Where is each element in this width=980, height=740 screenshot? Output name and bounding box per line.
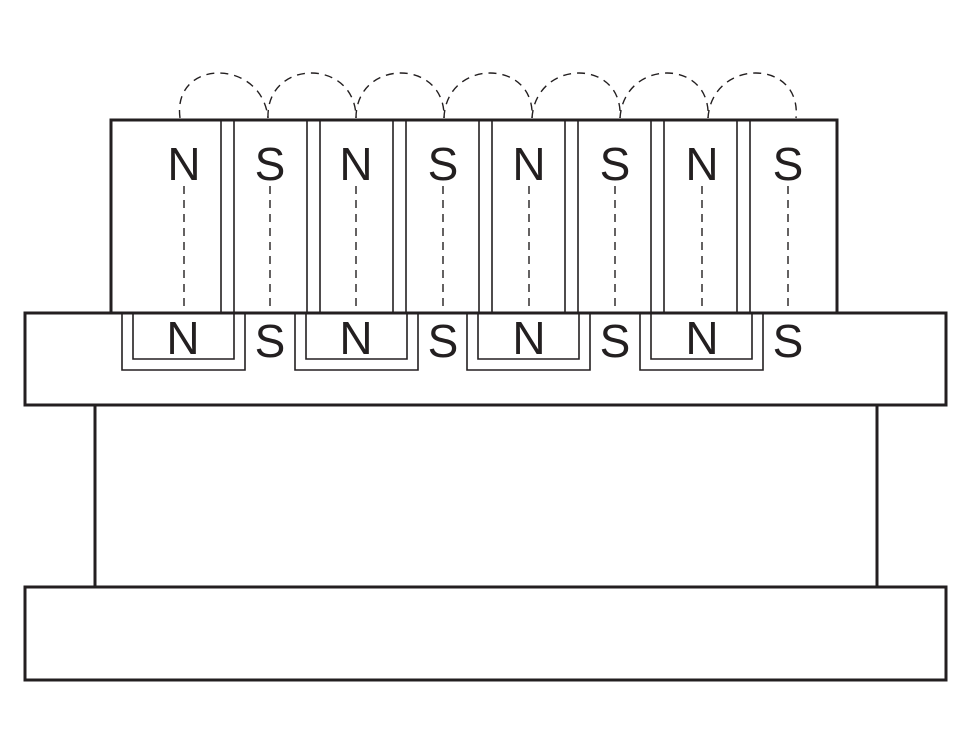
pole-pockets (121, 313, 764, 371)
upper-pole-label: N (167, 138, 200, 190)
vertical-field-lines (183, 186, 789, 313)
field-arc-6 (619, 72, 709, 119)
lower-pole-label: N (685, 312, 718, 364)
pole-pocket-outer (121, 313, 246, 371)
lower-pole-label: N (339, 312, 372, 364)
upper-magnet-block (109, 118, 839, 315)
lower-pole-label: S (255, 315, 286, 367)
field-arc-5 (531, 72, 621, 119)
middle-body (93, 405, 879, 587)
upper-pole-label: N (339, 138, 372, 190)
upper-pole-dividers (220, 120, 751, 313)
upper-pole-label: S (600, 138, 631, 190)
upper-pole-label: N (685, 138, 718, 190)
lower-pole-label: N (166, 312, 199, 364)
field-arc-2 (267, 72, 357, 119)
lower-pole-labels: N S N S N S N S (166, 312, 803, 367)
pole-pocket-inner (650, 313, 753, 360)
field-arc-7 (707, 72, 797, 119)
lower-pole-label: N (512, 312, 545, 364)
lower-pole-label: S (428, 315, 459, 367)
upper-pole-label: S (255, 138, 286, 190)
lower-pole-label: S (600, 315, 631, 367)
pole-pocket-outer (294, 313, 419, 371)
pole-pocket-inner (477, 313, 580, 360)
pole-pocket-inner (305, 313, 408, 360)
pole-pocket-outer (466, 313, 591, 371)
top-plate (23, 311, 948, 407)
upper-pole-label: S (773, 138, 804, 190)
base-plate (23, 585, 948, 682)
field-arc-4 (443, 72, 533, 119)
field-arc-1 (178, 72, 269, 119)
upper-pole-label: S (428, 138, 459, 190)
field-line-arcs (178, 72, 797, 119)
upper-pole-label: N (512, 138, 545, 190)
lower-pole-label: S (773, 315, 804, 367)
pole-pocket-outer (639, 313, 764, 371)
pole-pocket-inner (132, 313, 235, 360)
field-arc-3 (355, 72, 445, 119)
upper-pole-labels: N S N S N S N S (167, 138, 803, 190)
